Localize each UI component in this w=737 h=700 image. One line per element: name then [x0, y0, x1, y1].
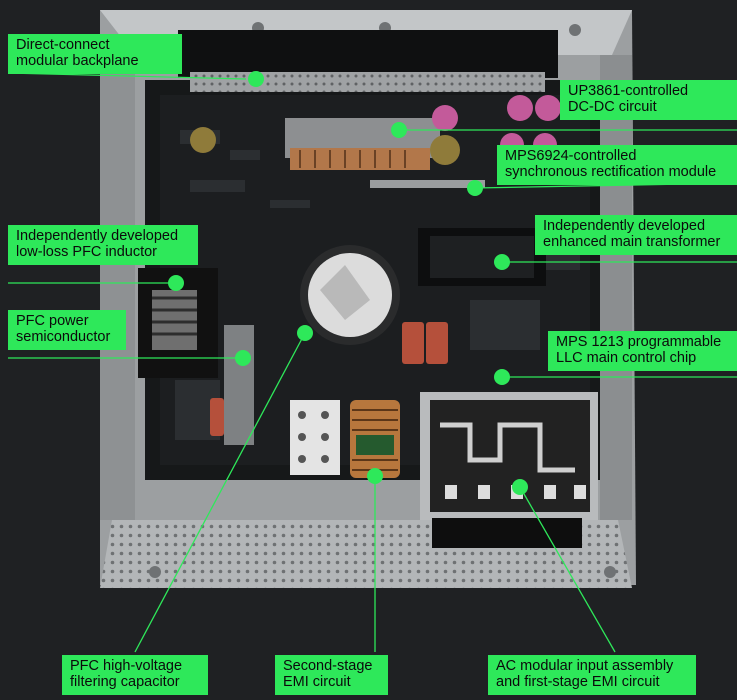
- label-up3861: UP3861-controlled DC-DC circuit: [560, 80, 737, 120]
- sync-rect-bar: [370, 180, 485, 188]
- pfc-inductor: [138, 268, 218, 378]
- pfc-heatsink: [224, 325, 254, 445]
- label-pfc-inductor: Independently developed low-loss PFC ind…: [8, 225, 198, 265]
- label-second-stage-emi: Second-stage EMI circuit: [275, 655, 388, 695]
- label-pfc-semiconductor: PFC power semiconductor: [8, 310, 126, 350]
- film-capacitors: [210, 322, 448, 436]
- emi-choke: [350, 400, 400, 478]
- label-transformer: Independently developed enhanced main tr…: [535, 215, 737, 255]
- label-ac-input: AC modular input assembly and first-stag…: [488, 655, 696, 695]
- callout-dots: [168, 71, 528, 495]
- label-mps6924: MPS6924-controlled synchronous rectifica…: [497, 145, 737, 185]
- main-transformer: [418, 228, 546, 286]
- label-pfc-capacitor: PFC high-voltage filtering capacitor: [62, 655, 208, 695]
- heatsink-top: [285, 118, 440, 170]
- label-mps1213: MPS 1213 programmable LLC main control c…: [548, 331, 737, 371]
- leader-lines: [7, 72, 737, 653]
- pfc-bulk-capacitor: [300, 245, 400, 345]
- ac-input-module: [420, 392, 598, 548]
- label-backplane: Direct-connect modular backplane: [8, 34, 182, 74]
- terminal-block: [290, 400, 340, 475]
